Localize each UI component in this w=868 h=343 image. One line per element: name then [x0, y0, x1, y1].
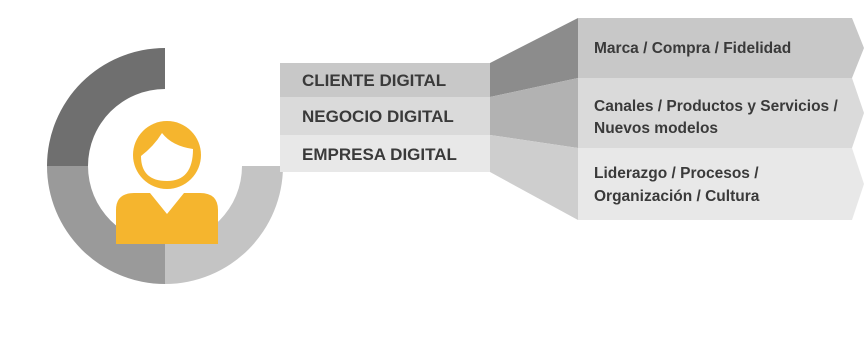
area-label-negocio-line2: Nuevos modelos [594, 120, 718, 137]
person-icon [116, 121, 218, 244]
level-bar-empresa [280, 135, 490, 172]
areas: Marca / Compra / Fidelidad Canales / Pro… [578, 18, 864, 220]
person-body [116, 193, 218, 244]
area-box-negocio [578, 78, 864, 148]
ring [47, 48, 283, 284]
connector-negocio [490, 78, 578, 148]
level-bar-negocio [280, 97, 490, 135]
level-bar-cliente [280, 63, 490, 97]
level-label-empresa: EMPRESA DIGITAL [302, 145, 457, 164]
area-label-empresa-line2: Organización / Cultura [594, 188, 760, 205]
area-box-cliente [578, 18, 864, 78]
area-box-empresa [578, 148, 864, 220]
person-face [141, 133, 193, 181]
area-label-negocio-line1: Canales / Productos y Servicios / [594, 98, 838, 115]
ring-segment-bottom-left [47, 166, 165, 284]
connector-cliente [490, 18, 578, 97]
connector-empresa [490, 135, 578, 220]
level-label-negocio: NEGOCIO DIGITAL [302, 107, 454, 126]
level-label-cliente: CLIENTE DIGITAL [302, 71, 446, 90]
levels: CLIENTE DIGITAL NEGOCIO DIGITAL EMPRESA … [280, 63, 490, 172]
ring-segment-bottom-right [165, 166, 283, 284]
area-label-empresa-line1: Liderazgo / Procesos / [594, 165, 759, 182]
area-label-cliente: Marca / Compra / Fidelidad [594, 40, 791, 57]
connectors [490, 18, 578, 220]
ring-segment-top-left [47, 48, 165, 166]
